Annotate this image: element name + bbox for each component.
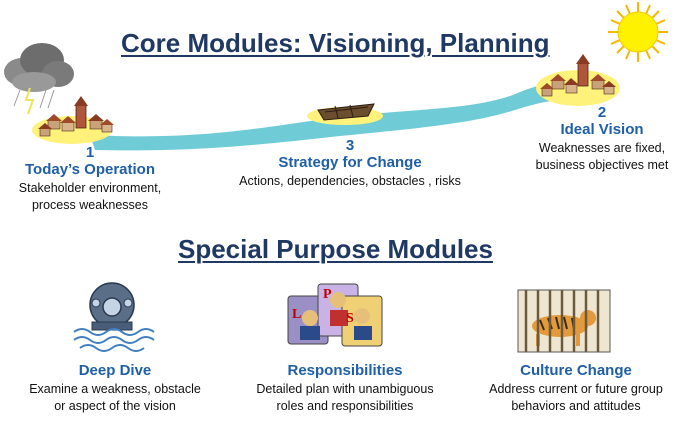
stage-desc-line: process weaknesses bbox=[31, 198, 149, 212]
special-modules-heading: Special Purpose Modules bbox=[178, 234, 493, 264]
stage-title: Today’s Operation bbox=[24, 161, 156, 178]
stage-ideal-vision: 2 Ideal Vision Weaknesses are fixed, bus… bbox=[512, 104, 692, 174]
module-desc-line: Examine a weakness, obstacle bbox=[29, 382, 201, 396]
river bbox=[90, 83, 580, 151]
module-culture-change: Culture Change Address current or future… bbox=[466, 362, 686, 415]
stage-number: 3 bbox=[345, 137, 355, 154]
module-desc-line: or aspect of the vision bbox=[54, 399, 176, 413]
stage-number: 1 bbox=[85, 144, 95, 161]
module-title: Culture Change bbox=[520, 362, 632, 379]
card-letter-l: L bbox=[292, 307, 301, 322]
module-title: Responsibilities bbox=[287, 362, 403, 379]
stage-desc-line: Stakeholder environment, bbox=[18, 181, 162, 195]
module-desc-line: roles and responsibilities bbox=[276, 399, 414, 413]
diver-helmet-icon bbox=[73, 282, 155, 352]
stage-desc-line: Actions, dependencies, obstacles , risks bbox=[239, 174, 461, 188]
stage-desc-line: Weaknesses are fixed, bbox=[538, 141, 666, 155]
core-modules-heading: Core Modules: Visioning, Planning bbox=[121, 28, 550, 58]
storm-cloud-icon bbox=[4, 43, 74, 115]
stage-strategy-for-change: 3 Strategy for Change Actions, dependenc… bbox=[220, 137, 480, 190]
playing-cards-icon bbox=[287, 283, 383, 347]
stage-desc-line: business objectives met bbox=[535, 158, 669, 172]
card-letter-s: S bbox=[346, 311, 354, 326]
card-letter-p: P bbox=[323, 287, 332, 302]
stage-number: 2 bbox=[597, 104, 607, 121]
village-left-icon bbox=[32, 96, 114, 144]
module-desc-line: behaviors and attitudes bbox=[511, 399, 641, 413]
stage-title: Strategy for Change bbox=[278, 154, 422, 171]
module-desc-line: Address current or future group bbox=[489, 382, 663, 396]
module-responsibilities: Responsibilities Detailed plan with unam… bbox=[240, 362, 450, 415]
stage-todays-operation: 1 Today’s Operation Stakeholder environm… bbox=[0, 144, 180, 214]
caged-tiger-icon bbox=[517, 289, 611, 353]
module-desc-line: Detailed plan with unambiguous bbox=[256, 382, 434, 396]
module-title: Deep Dive bbox=[78, 362, 152, 379]
village-right-icon bbox=[536, 54, 620, 106]
stage-title: Ideal Vision bbox=[560, 121, 644, 138]
sun-icon bbox=[608, 2, 668, 62]
boat-icon bbox=[307, 103, 383, 125]
module-deep-dive: Deep Dive Examine a weakness, obstacle o… bbox=[10, 362, 220, 415]
